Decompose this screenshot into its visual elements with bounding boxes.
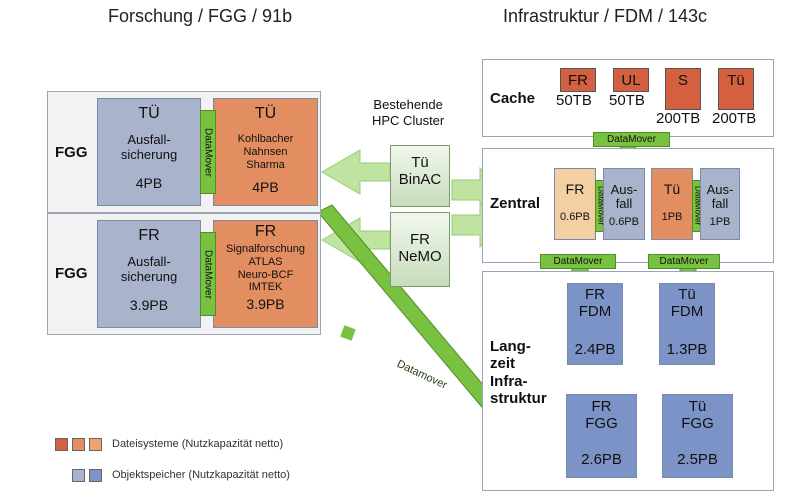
zentral-tu-site: Tü	[663, 181, 681, 197]
legend-swatch-gray	[72, 469, 85, 482]
cache-tu-capacity: 200TB	[712, 110, 757, 127]
tu-fdm-name: Tü FDM	[670, 286, 704, 321]
datamover-fr-fgg: DataMover	[200, 232, 216, 316]
cache-label: Cache	[490, 90, 536, 107]
hpc-nemo: FR NeMO	[390, 212, 450, 287]
datamover-dash	[340, 325, 356, 341]
cache-s: S	[665, 68, 701, 110]
fr-fgg-backup: FR Ausfall- sicherung 3.9PB	[97, 220, 201, 328]
tu-fgg-backup: TÜ Ausfall- sicherung 4PB	[97, 98, 201, 206]
langzeit-tu-fgg: Tü FGG 2.5PB	[662, 394, 733, 478]
fr-primary-groups: Signalforschung ATLAS Neuro-BCF IMTEK	[226, 243, 305, 294]
hpc-binac: Tü BinAC	[390, 145, 450, 207]
fr-backup-site: FR	[138, 227, 160, 244]
zentral-fr-backup-label: Aus- fall	[610, 182, 638, 212]
tu-fgg-primary: TÜ Kohlbacher Nahnsen Sharma 4PB	[213, 98, 318, 206]
legend-objectstore: Objektspeicher (Nutzkapazität netto)	[112, 469, 290, 481]
tu-fgg-name: Tü FGG	[681, 398, 714, 433]
zentral-fr-backup: Aus- fall 0.6PB	[603, 168, 645, 240]
fr-fdm-capacity: 2.4PB	[574, 340, 616, 358]
cache-s-capacity: 200TB	[656, 110, 701, 127]
cache-ul: UL	[613, 68, 649, 92]
tu-primary-site: TÜ	[254, 105, 277, 122]
legend-swatch-blue	[89, 469, 102, 482]
zentral-fr: FR 0.6PB	[554, 168, 596, 240]
datamover-cache-zentral: DataMover	[593, 132, 670, 147]
tu-primary-capacity: 4PB	[252, 179, 279, 196]
legend-swatch-orange	[72, 438, 85, 451]
tu-backup-capacity: 4PB	[135, 175, 163, 192]
fr-fdm-name: FR FDM	[578, 286, 612, 321]
fr-fgg-name: FR FGG	[585, 398, 618, 433]
fr-fgg-primary: FR Signalforschung ATLAS Neuro-BCF IMTEK…	[213, 220, 318, 328]
tu-backup-site: TÜ	[138, 105, 160, 122]
legend-filesystems: Dateisysteme (Nutzkapazität netto)	[112, 438, 284, 450]
cache-fr-capacity: 50TB	[556, 92, 592, 109]
fr-backup-label: Ausfall- sicherung	[120, 254, 178, 285]
zentral-tu-backup: Aus- fall 1PB	[700, 168, 740, 240]
cache-tu: Tü	[718, 68, 754, 110]
legend-swatch-red	[55, 438, 68, 451]
zentral-tu: Tü 1PB	[651, 168, 693, 240]
fr-backup-capacity: 3.9PB	[129, 297, 169, 314]
zentral-fr-site: FR	[565, 181, 585, 197]
legend-swatch-light-orange	[89, 438, 102, 451]
cache-fr: FR	[560, 68, 596, 92]
tu-fdm-capacity: 1.3PB	[666, 340, 708, 358]
langzeit-tu-fdm: Tü FDM 1.3PB	[659, 283, 715, 365]
langzeit-label: Lang- zeit Infra- struktur	[490, 338, 547, 407]
zentral-label: Zentral	[490, 195, 541, 212]
zentral-tu-backup-capacity: 1PB	[709, 215, 731, 228]
hpc-caption: Bestehende HPC Cluster	[372, 97, 445, 128]
zentral-fr-capacity: 0.6PB	[560, 211, 590, 224]
langzeit-fr-fdm: FR FDM 2.4PB	[567, 283, 623, 365]
tu-fgg-capacity: 2.5PB	[677, 450, 718, 468]
fgg-label-fr: FGG	[55, 265, 88, 282]
fr-primary-site: FR	[254, 223, 277, 240]
heading-forschung: Forschung / FGG / 91b	[108, 6, 293, 26]
zentral-tu-capacity: 1PB	[661, 211, 683, 224]
cache-ul-capacity: 50TB	[609, 92, 645, 109]
tu-primary-groups: Kohlbacher Nahnsen Sharma	[237, 133, 294, 171]
datamover-fr-fdm: DataMover	[540, 254, 616, 269]
fr-primary-capacity: 3.9PB	[246, 295, 285, 312]
heading-infrastruktur: Infrastruktur / FDM / 143c	[503, 6, 708, 26]
fr-fgg-capacity: 2.6PB	[581, 450, 622, 468]
fgg-label-tu: FGG	[55, 144, 88, 161]
datamover-tu-fgg: DataMover	[200, 110, 216, 194]
datamover-tu-fdm: DataMover	[648, 254, 720, 269]
arrow-tu-binac	[321, 149, 391, 195]
zentral-fr-backup-capacity: 0.6PB	[609, 215, 639, 228]
langzeit-fr-fgg: FR FGG 2.6PB	[566, 394, 637, 478]
tu-backup-label: Ausfall- sicherung	[120, 132, 178, 163]
zentral-tu-backup-label: Aus- fall	[706, 182, 734, 212]
